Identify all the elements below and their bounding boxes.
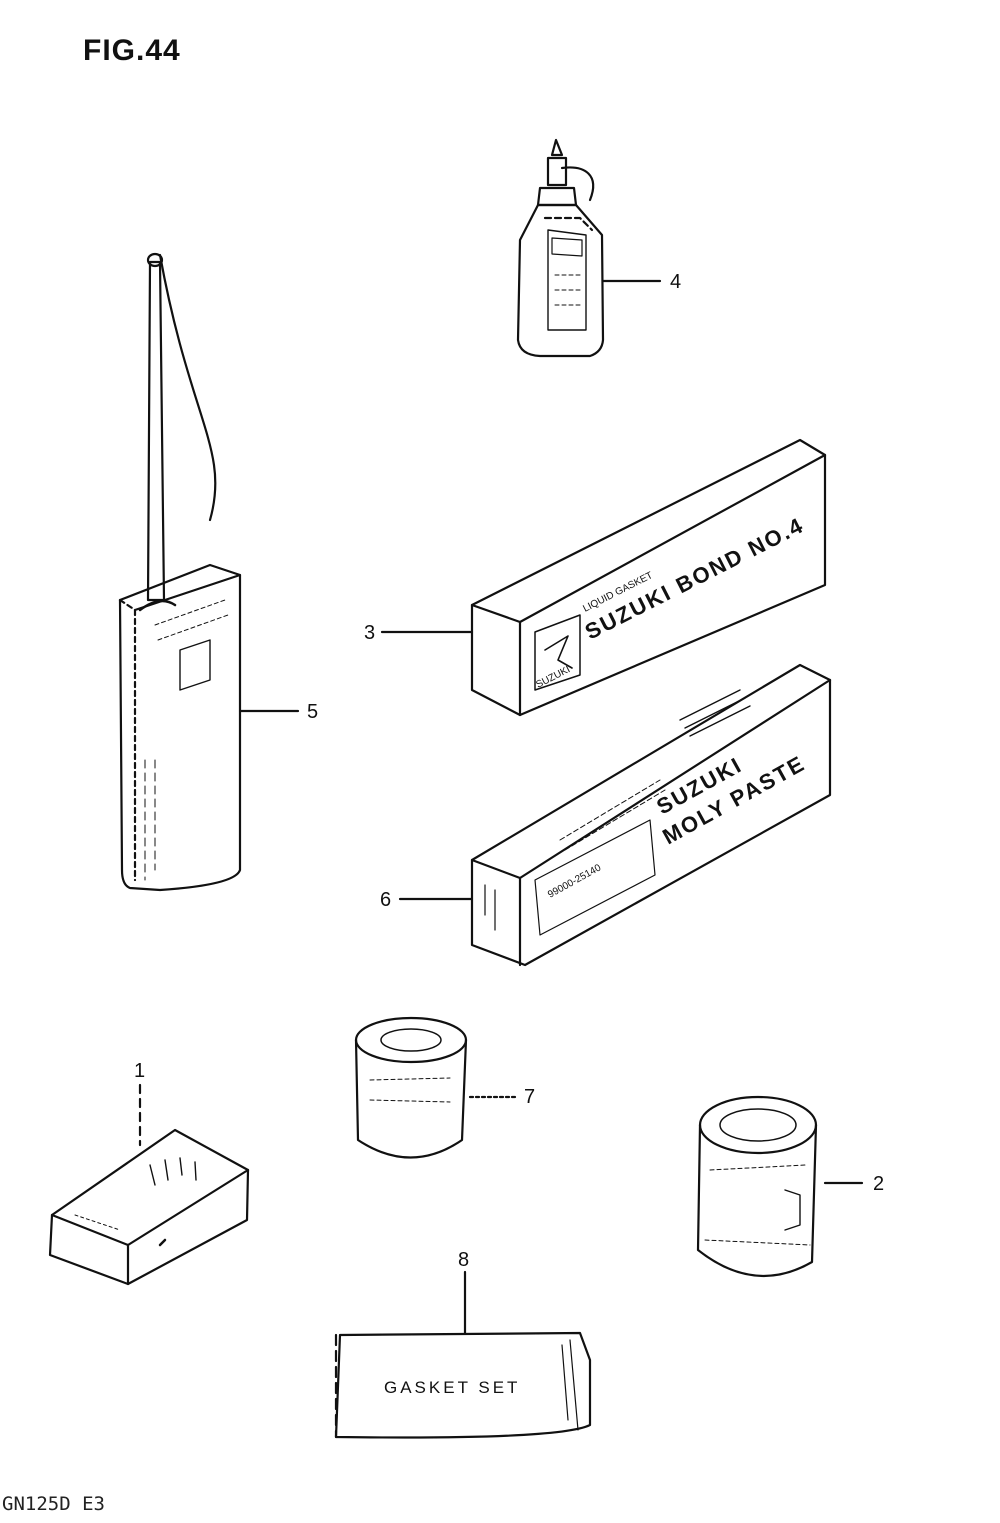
callout-1: 1: [134, 1060, 145, 1082]
small-can-icon: [354, 1016, 468, 1159]
callout-6: 6: [380, 889, 391, 911]
large-can-icon: [696, 1095, 818, 1278]
bond-box-icon: [470, 438, 827, 717]
callout-3: 3: [364, 622, 375, 644]
callout-5: 5: [307, 701, 318, 723]
gasket-set-label: GASKET SET: [384, 1378, 520, 1397]
callout-4: 4: [670, 271, 681, 293]
gasket-set-envelope-icon: [334, 1331, 592, 1439]
oil-bottle-icon: [516, 138, 605, 358]
callout-2: 2: [873, 1173, 884, 1195]
figure-title: FIG.44: [83, 34, 181, 67]
bond-brand: SUZUKI: [534, 664, 572, 690]
oil-can-icon: [118, 252, 242, 892]
callout-7: 7: [524, 1086, 535, 1108]
callout-8: 8: [458, 1249, 469, 1271]
model-code: GN125D E3: [2, 1493, 105, 1515]
gasket-block-icon: [48, 1128, 250, 1286]
moly-part-number: 99000-25140: [546, 862, 603, 900]
moly-paste-box-icon: [470, 663, 832, 967]
